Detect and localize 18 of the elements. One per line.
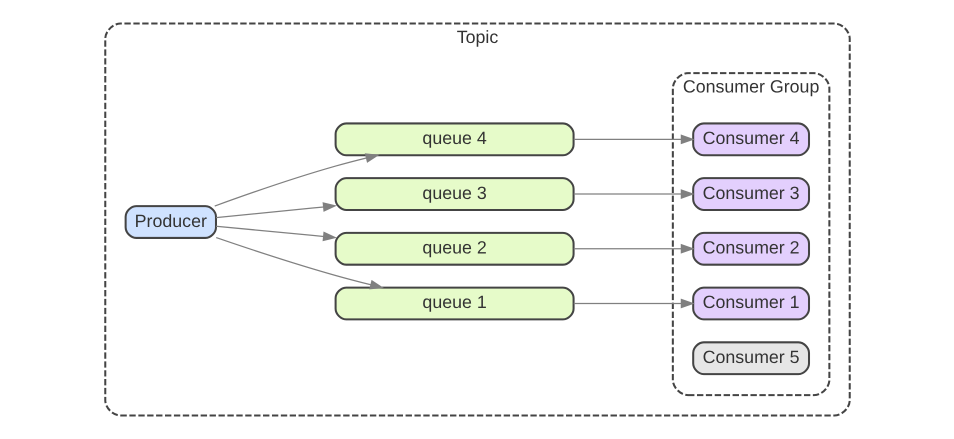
arrow [573,244,694,254]
arrow [216,236,384,290]
node-box: queue 4 [334,122,574,156]
node-box: Consumer 4 [692,122,810,156]
node-box: Consumer 1 [692,286,810,320]
node-box: queue 2 [334,232,574,266]
arrow [215,226,336,242]
arrow [573,298,694,308]
node-box: Consumer 5 [692,341,810,376]
node-box: Producer [124,205,216,239]
arrow [214,153,380,207]
node-box: Consumer 3 [692,177,810,211]
arrow [215,202,336,218]
node-box: Consumer 2 [692,232,810,266]
node-box: queue 1 [334,286,574,320]
arrow [573,189,694,199]
node-box: queue 3 [334,177,574,211]
arrow [573,134,694,144]
